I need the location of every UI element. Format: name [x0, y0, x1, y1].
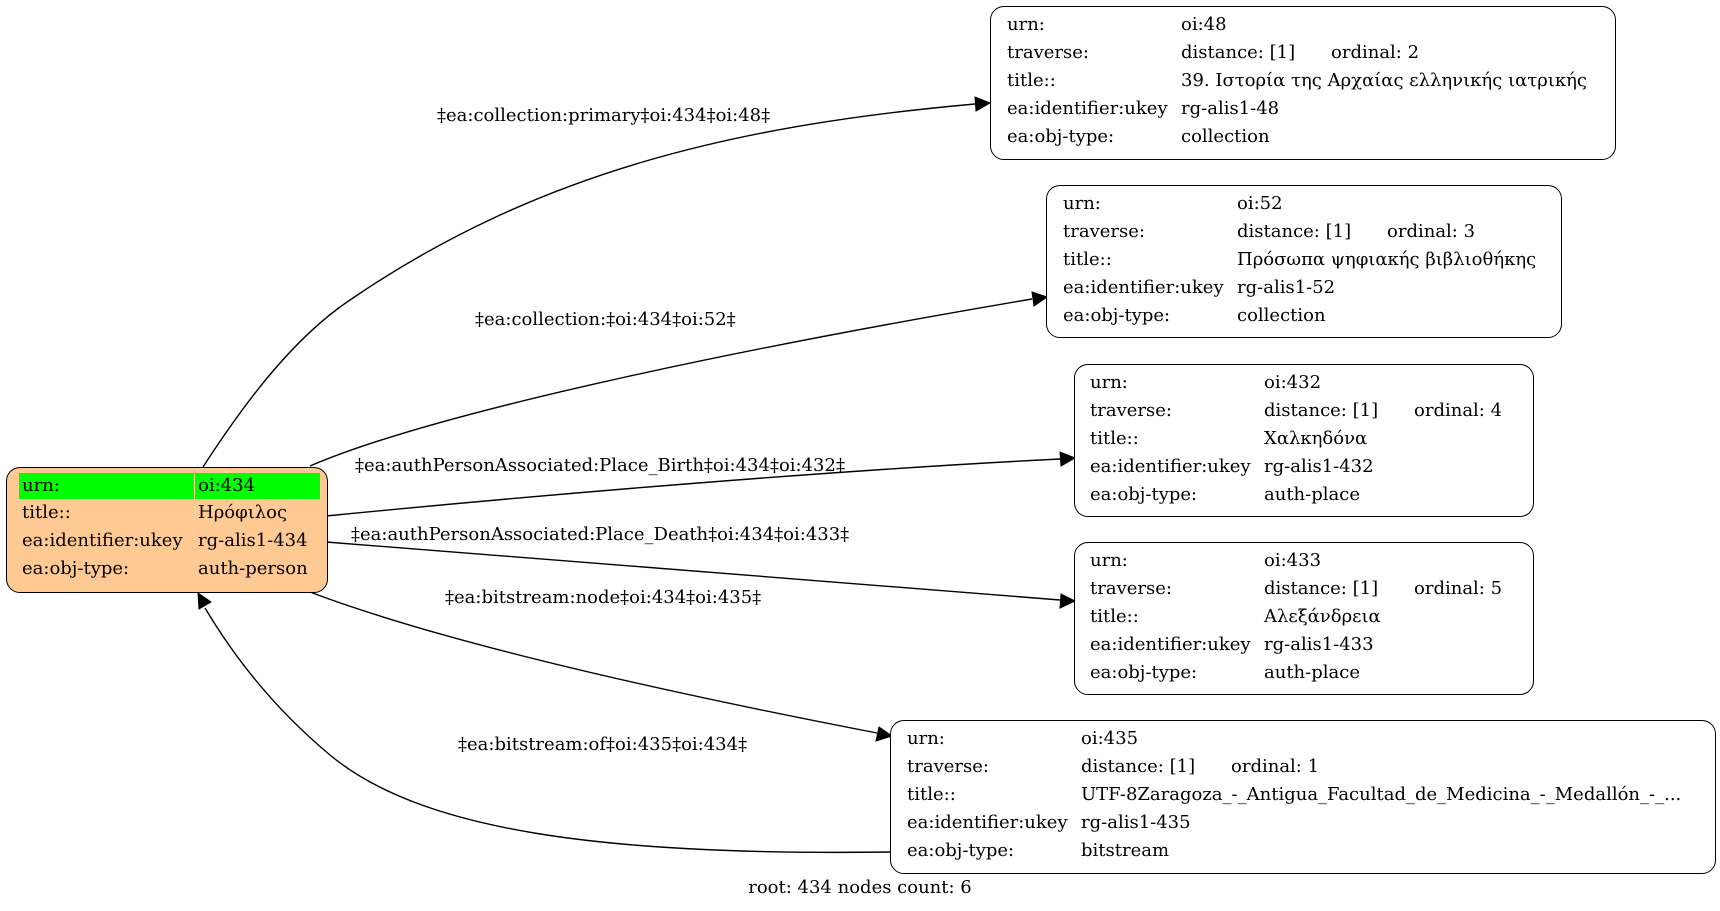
key-ukey: ea:identifier:ukey — [1090, 456, 1251, 477]
edge-oi434-oi435 — [309, 591, 878, 734]
key-urn: urn: — [1063, 193, 1101, 214]
value-obj-type: auth-place — [1264, 484, 1360, 505]
key-traverse: traverse: — [907, 756, 989, 777]
edge-label-place-death: ‡ea:authPersonAssociated:Place_Death‡oi:… — [351, 524, 850, 545]
edge-label-bitstream-of: ‡ea:bitstream:of‡oi:435‡oi:434‡ — [458, 734, 748, 755]
key-traverse: traverse: — [1007, 42, 1089, 63]
root-title-key: title:: — [22, 502, 71, 523]
root-urn-key: urn: — [19, 473, 194, 499]
root-obj-type-value: auth-person — [198, 558, 308, 579]
edge-oi434-oi48 — [202, 103, 976, 468]
value-urn: oi:433 — [1264, 550, 1322, 571]
value-ordinal: ordinal: 5 — [1414, 578, 1503, 599]
key-traverse: traverse: — [1063, 221, 1145, 242]
value-obj-type: auth-place — [1264, 662, 1360, 683]
value-distance: distance: [1] — [1264, 400, 1379, 421]
node-oi433[interactable]: urn: oi:433 traverse: distance: [1] ordinal… — [1074, 542, 1534, 695]
value-ordinal: ordinal: 2 — [1331, 42, 1420, 63]
value-ordinal: ordinal: 1 — [1231, 756, 1320, 777]
value-ukey: rg-alis1-52 — [1237, 277, 1336, 298]
value-ordinal: ordinal: 3 — [1387, 221, 1476, 242]
value-urn: oi:432 — [1264, 372, 1322, 393]
edge-oi434-oi433 — [325, 541, 1061, 601]
key-urn: urn: — [1090, 550, 1128, 571]
edge-arrowhead-oi432 — [1059, 451, 1077, 467]
value-distance: distance: [1] — [1081, 756, 1196, 777]
node-oi52[interactable]: urn: oi:52 traverse: distance: [1] ordinal:… — [1046, 185, 1562, 338]
value-ukey: rg-alis1-48 — [1181, 98, 1280, 119]
key-ukey: ea:identifier:ukey — [1090, 634, 1251, 655]
value-urn: oi:435 — [1081, 728, 1139, 749]
root-urn-value: oi:434 — [195, 473, 320, 499]
node-oi432[interactable]: urn: oi:432 traverse: distance: [1] ordinal… — [1074, 364, 1534, 517]
root-row-urn: urn: oi:434 — [19, 473, 320, 499]
key-traverse: traverse: — [1090, 578, 1172, 599]
root-ukey-key: ea:identifier:ukey — [22, 530, 183, 551]
value-ukey: rg-alis1-435 — [1081, 812, 1191, 833]
graph-footer: root: 434 nodes count: 6 — [748, 877, 972, 898]
key-ukey: ea:identifier:ukey — [1007, 98, 1168, 119]
key-title: title:: — [1090, 606, 1139, 627]
value-title: Χαλκηδόνα — [1264, 428, 1368, 449]
key-obj-type: ea:obj-type: — [1063, 305, 1171, 326]
edge-label-collection-primary: ‡ea:collection:primary‡oi:434‡oi:48‡ — [437, 105, 771, 126]
edge-oi434-oi52 — [309, 298, 1033, 467]
key-ukey: ea:identifier:ukey — [1063, 277, 1224, 298]
edge-label-bitstream-node: ‡ea:bitstream:node‡oi:434‡oi:435‡ — [445, 587, 762, 608]
value-title: 39. Ιστορία της Αρχαίας ελληνικής ιατρικ… — [1181, 70, 1587, 91]
key-title: title:: — [907, 784, 956, 805]
root-obj-type-key: ea:obj-type: — [22, 558, 130, 579]
key-traverse: traverse: — [1090, 400, 1172, 421]
key-title: title:: — [1090, 428, 1139, 449]
root-title-value: Ηρόφιλος — [198, 502, 288, 523]
edge-arrowhead-oi435 — [875, 726, 894, 742]
value-obj-type: collection — [1237, 305, 1326, 326]
value-ukey: rg-alis1-432 — [1264, 456, 1374, 477]
key-urn: urn: — [1090, 372, 1128, 393]
edge-label-place-birth: ‡ea:authPersonAssociated:Place_Birth‡oi:… — [355, 455, 845, 476]
key-title: title:: — [1007, 70, 1056, 91]
edge-arrowhead-oi433 — [1059, 593, 1077, 609]
key-title: title:: — [1063, 249, 1112, 270]
node-oi48[interactable]: urn: oi:48 traverse: distance: [1] ordinal:… — [990, 6, 1616, 160]
key-obj-type: ea:obj-type: — [1090, 484, 1198, 505]
edge-oi434-oi432 — [325, 458, 1061, 517]
edge-label-collection: ‡ea:collection:‡oi:434‡oi:52‡ — [475, 309, 736, 330]
value-title: Αλεξάνδρεια — [1264, 606, 1381, 627]
key-urn: urn: — [907, 728, 945, 749]
edge-arrowhead-oi434 — [197, 592, 212, 610]
edge-arrowhead-oi48 — [974, 96, 992, 112]
key-ukey: ea:identifier:ukey — [907, 812, 1068, 833]
value-urn: oi:52 — [1237, 193, 1283, 214]
value-urn: oi:48 — [1181, 14, 1227, 35]
value-obj-type: collection — [1181, 126, 1270, 147]
key-obj-type: ea:obj-type: — [907, 840, 1015, 861]
root-ukey-value: rg-alis1-434 — [198, 530, 308, 551]
node-oi435[interactable]: urn: oi:435 traverse: distance: [1] ordinal… — [890, 720, 1716, 874]
value-title: UTF-8Zaragoza_-_Antigua_Facultad_de_Medi… — [1081, 784, 1682, 805]
edge-arrowhead-oi52 — [1031, 291, 1049, 307]
key-obj-type: ea:obj-type: — [1007, 126, 1115, 147]
value-distance: distance: [1] — [1181, 42, 1296, 63]
key-urn: urn: — [1007, 14, 1045, 35]
value-title: Πρόσωπα ψηφιακής βιβλιοθήκης — [1237, 249, 1537, 270]
value-ukey: rg-alis1-433 — [1264, 634, 1374, 655]
value-ordinal: ordinal: 4 — [1414, 400, 1503, 421]
key-obj-type: ea:obj-type: — [1090, 662, 1198, 683]
value-distance: distance: [1] — [1264, 578, 1379, 599]
edge-oi435-oi434 — [204, 607, 891, 854]
value-obj-type: bitstream — [1081, 840, 1170, 861]
value-distance: distance: [1] — [1237, 221, 1352, 242]
root-node-oi434[interactable]: urn: oi:434 title:: Ηρόφιλος ea:identifi… — [6, 467, 328, 593]
